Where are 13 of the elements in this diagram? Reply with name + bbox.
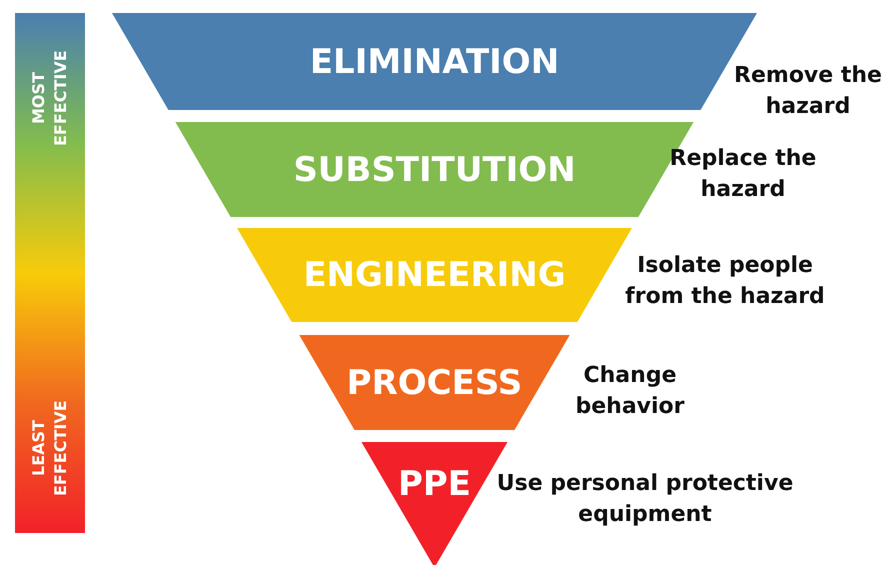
effectiveness-gradient-bar	[15, 13, 85, 533]
scale-label: LEAST EFFECTIVE	[28, 399, 71, 498]
description-text: Isolate people from the hazard	[624, 252, 826, 311]
band-label: ENGINEERING	[303, 255, 566, 295]
description-text: Change behavior	[574, 362, 686, 421]
band-label: SUBSTITUTION	[293, 150, 576, 190]
band-label: PPE	[398, 464, 472, 504]
band-label: ELIMINATION	[310, 42, 560, 82]
description-text: Remove the hazard	[733, 62, 883, 121]
scale-label: MOST EFFECTIVE	[28, 49, 71, 148]
description-text: Use personal protective equipment	[496, 470, 794, 529]
description-text: Replace the hazard	[668, 145, 818, 204]
band-label: PROCESS	[346, 362, 522, 402]
